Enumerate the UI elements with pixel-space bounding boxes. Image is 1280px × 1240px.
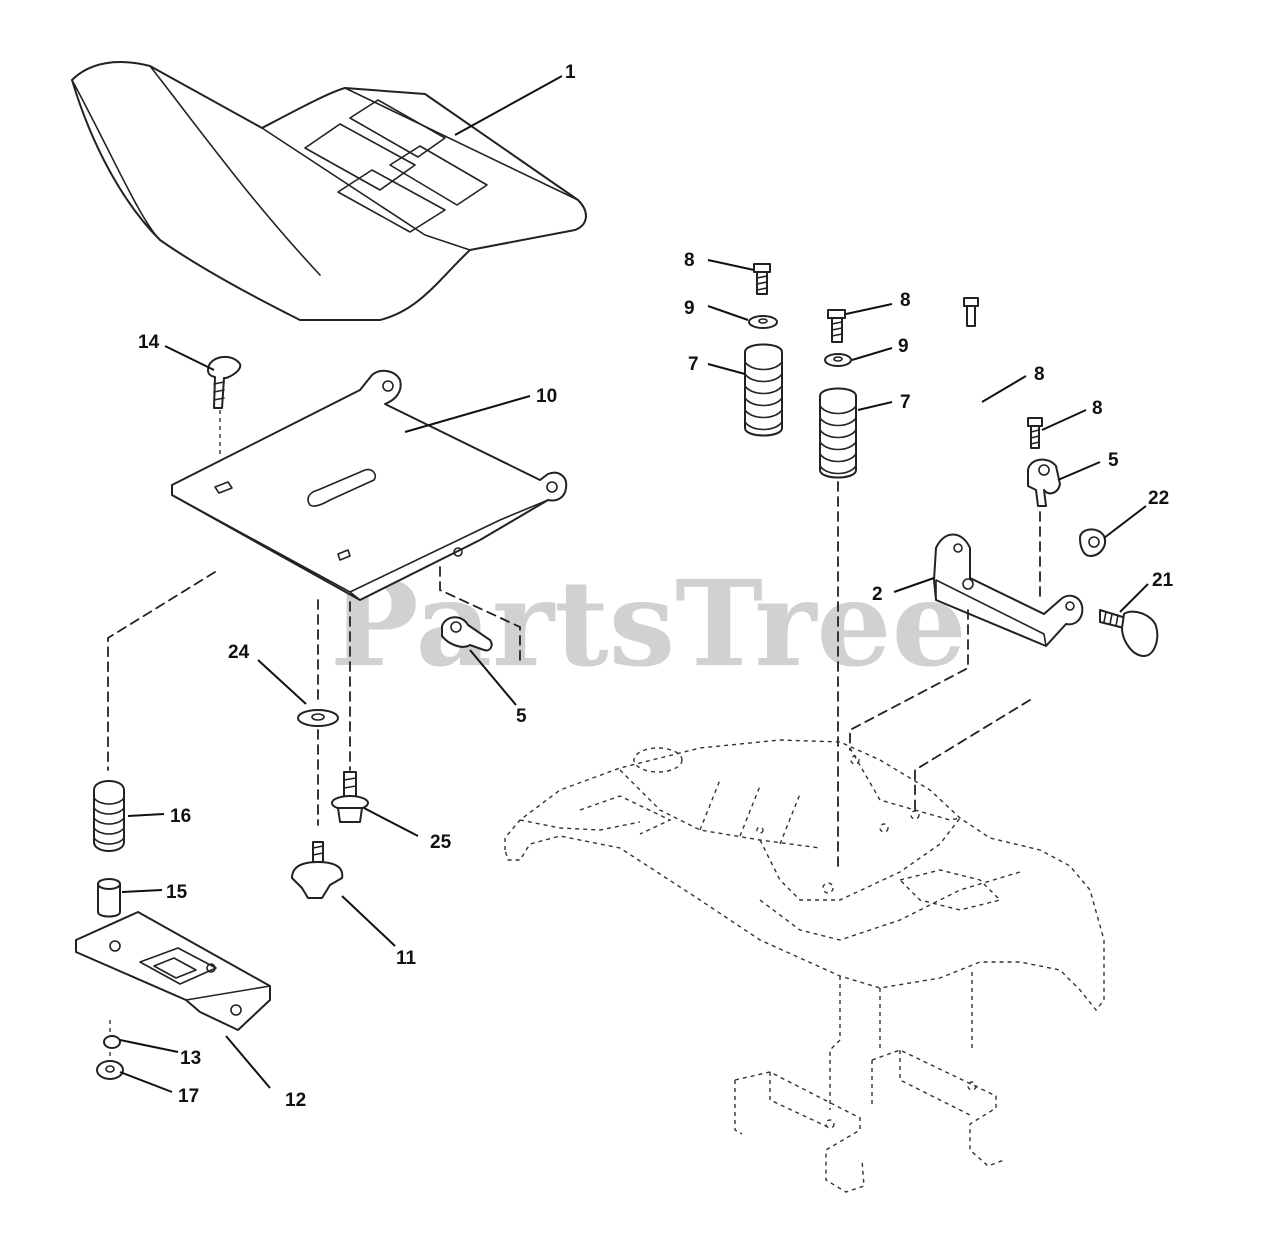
seat-clip-part-left [441,616,493,652]
spring-part-7a [744,343,783,437]
bolt-part-8d [1027,417,1043,449]
callout-13: 13 [180,1048,201,1069]
callout-16: 16 [170,806,191,827]
callout-22: 22 [1148,488,1169,509]
callout-labels: 1 10 14 24 5 25 16 15 11 12 13 17 8 9 7 … [138,62,1174,1111]
carriage-bolt-part [207,355,242,455]
callout-1: 1 [565,62,576,83]
callout-5-left: 5 [516,706,527,727]
knob-part [291,841,344,899]
callout-9-a: 9 [684,298,695,319]
fender-frame-part [504,739,1105,1193]
callout-8-a: 8 [684,250,695,271]
bracket-plate-part [75,911,271,1031]
flange-nut-part [1079,528,1106,557]
leader-lines [119,75,1149,1093]
callout-8-d: 8 [1092,398,1103,419]
callout-14: 14 [138,332,160,353]
callout-5-right: 5 [1108,450,1119,471]
seat-part [71,61,587,321]
spacer-part [97,878,121,918]
callout-8-b: 8 [900,290,911,311]
seat-pan-part [171,369,568,601]
washer-part-9a [748,315,778,329]
callout-9-b: 9 [898,336,909,357]
callout-7-a: 7 [688,354,699,375]
callout-11: 11 [396,948,417,969]
shoulder-bolt-part [331,771,369,823]
washer-part-24 [297,709,339,727]
callout-21: 21 [1152,570,1174,591]
spring-part-7b [819,387,857,479]
callout-25: 25 [430,832,452,853]
callout-24: 24 [228,642,250,663]
callout-12: 12 [285,1090,306,1111]
watermark: PartsTree [330,554,967,693]
spring-part-16 [93,780,125,852]
washer-part-9b [824,353,852,367]
callout-2: 2 [872,584,883,605]
callout-10: 10 [536,386,557,407]
bolt-part-8b [827,309,846,343]
callout-8-c: 8 [1034,364,1045,385]
seat-bracket-part [933,533,1084,647]
shoulder-bolt-part-21 [1099,609,1159,657]
callout-17: 17 [178,1086,199,1107]
bolt-part-8c [963,297,979,327]
callout-15: 15 [166,882,188,903]
lock-washer-part [103,1020,121,1062]
seat-clip-part-right [1027,458,1061,507]
bolt-part-8a [753,263,771,295]
callout-7-b: 7 [900,392,911,413]
nut-part [96,1060,124,1080]
